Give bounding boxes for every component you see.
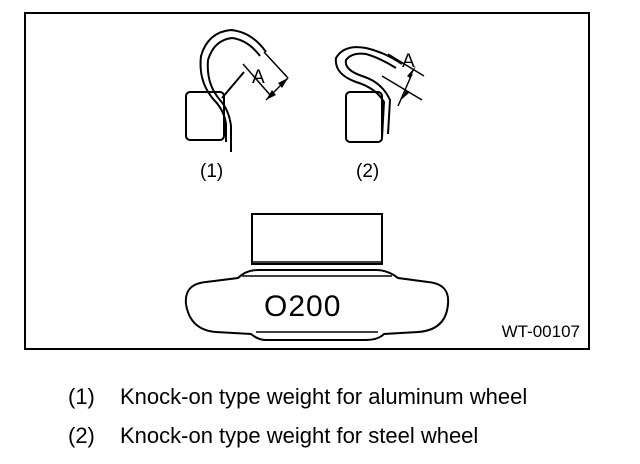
steel-clip-outer [334, 46, 403, 139]
wheel-weight-front-view [184, 213, 450, 341]
steel-clip-inner [344, 52, 397, 135]
dimension-arrow [278, 78, 288, 88]
legend-marker: (2) [68, 423, 95, 448]
item-1-marker: (1) [200, 161, 224, 182]
dimension-arrow [266, 90, 276, 100]
dimension-extension-line [387, 53, 425, 77]
dimension-extension-line [263, 51, 289, 79]
diagram-frame: A A (1) (2) O200 WT-00107 [24, 12, 590, 350]
steel-weight-drawing [334, 46, 425, 143]
legend-item-2: (2) Knock-on type weight for steel wheel [68, 425, 478, 447]
aluminum-clip-outer [199, 28, 267, 142]
legend-text: Knock-on type weight for steel wheel [120, 423, 479, 448]
dimension-extension-line [242, 63, 272, 97]
aluminum-clip-seam [221, 71, 245, 99]
weight-stamp-text: O200 [264, 290, 342, 323]
aluminum-clip-inner [206, 36, 261, 152]
steel-weight-body [345, 91, 383, 143]
figure-code: WT-00107 [501, 322, 580, 341]
weight-body-outline [184, 269, 450, 341]
diagram-drawing [184, 28, 450, 341]
dimension-arrow [401, 90, 410, 100]
weight-clip-tab [251, 213, 383, 265]
legend-marker: (1) [68, 384, 95, 409]
dimension-label-a: A [252, 67, 265, 88]
dimension-label-a: A [402, 51, 415, 72]
legend-text: Knock-on type weight for aluminum wheel [120, 384, 528, 409]
aluminum-weight-drawing [185, 28, 289, 152]
legend-item-1: (1) Knock-on type weight for aluminum whe… [68, 386, 527, 408]
dimension-arrow [407, 66, 416, 78]
dimension-extension-line [381, 75, 423, 101]
dimension-line [397, 73, 413, 107]
item-2-marker: (2) [356, 161, 380, 182]
